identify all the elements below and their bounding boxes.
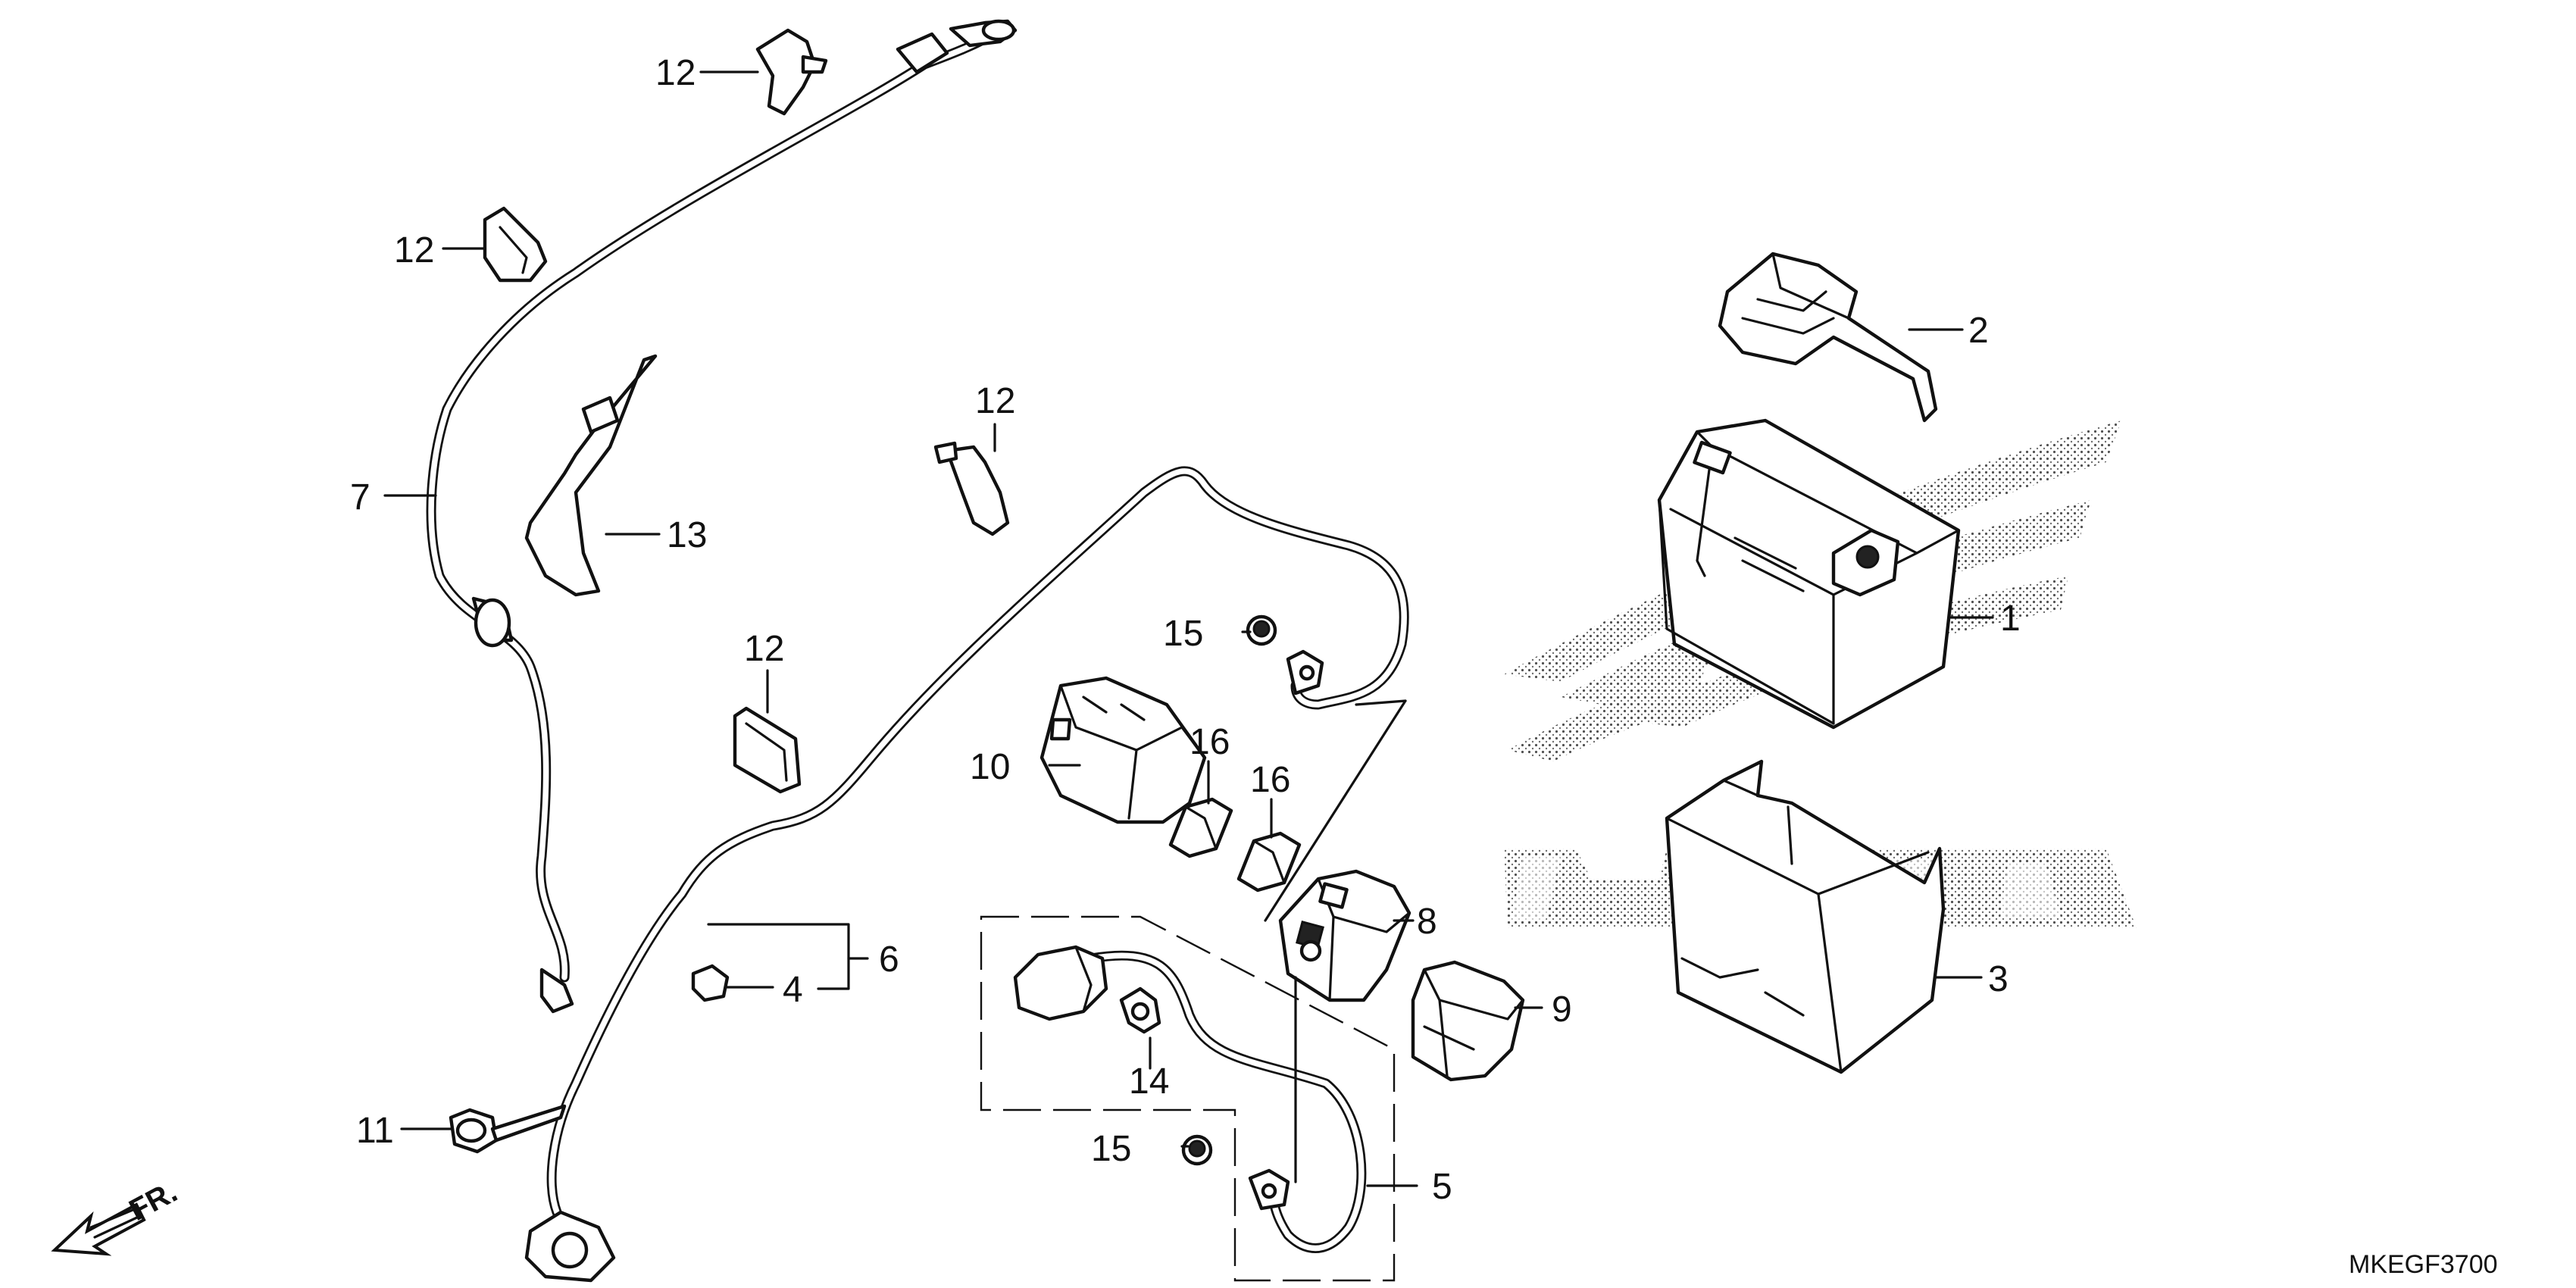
clip-12-lower — [733, 706, 802, 794]
terminal-cover-10 — [1039, 676, 1207, 824]
diagram-code: MKEGF3700 — [2349, 1250, 2498, 1279]
clip-4 — [691, 964, 730, 1002]
cable-tie-13 — [524, 354, 658, 597]
callout-12-lower: 12 — [744, 629, 784, 669]
callout-11: 11 — [356, 1111, 394, 1151]
bolt-15-lower — [1181, 1134, 1213, 1166]
callout-labels: 12 12 12 12 7 13 2 1 3 15 10 16 16 8 9 6… — [350, 53, 2021, 1207]
starter-relay-8 — [1278, 869, 1411, 1002]
callout-1: 1 — [2000, 599, 2021, 639]
callout-16-right: 16 — [1250, 760, 1290, 800]
callout-15-upper: 15 — [1163, 614, 1203, 654]
band-11 — [449, 1104, 567, 1154]
battery-holder-plate — [1718, 252, 1938, 423]
clip-14 — [1119, 986, 1161, 1034]
callout-5: 5 — [1432, 1167, 1452, 1207]
fuse-16-right — [1236, 831, 1302, 893]
callout-14: 14 — [1129, 1061, 1169, 1102]
callout-10: 10 — [970, 747, 1010, 787]
callout-12-middle: 12 — [975, 381, 1015, 421]
callout-4: 4 — [783, 970, 803, 1010]
callout-16-left: 16 — [1190, 722, 1230, 762]
callout-13: 13 — [667, 515, 707, 555]
callout-3: 3 — [1988, 959, 2009, 999]
clip-12-top — [755, 28, 828, 116]
callout-9: 9 — [1552, 989, 1572, 1030]
front-direction-arrow: FR. — [51, 1175, 183, 1256]
relay-cover-9 — [1411, 960, 1525, 1082]
cable-5 — [1013, 945, 1367, 1253]
clip-12-middle — [933, 441, 1010, 536]
fuse-16-left — [1168, 797, 1233, 858]
callout-8: 8 — [1417, 902, 1437, 942]
callout-12-upper-left: 12 — [394, 230, 434, 270]
battery-box — [1665, 759, 1946, 1074]
group-5-box — [980, 915, 1396, 1282]
callout-6: 6 — [879, 939, 899, 980]
leader-lines — [383, 70, 1994, 1187]
callout-7: 7 — [350, 477, 370, 517]
battery — [1657, 418, 1961, 730]
callout-12-top: 12 — [655, 53, 696, 93]
clip-12-upper-left — [483, 206, 548, 283]
cable-6 — [524, 466, 1409, 1283]
bolt-15-upper — [1246, 614, 1277, 646]
callout-15-lower: 15 — [1091, 1129, 1131, 1169]
callout-2: 2 — [1968, 311, 1989, 351]
cable-7 — [426, 19, 1018, 1014]
